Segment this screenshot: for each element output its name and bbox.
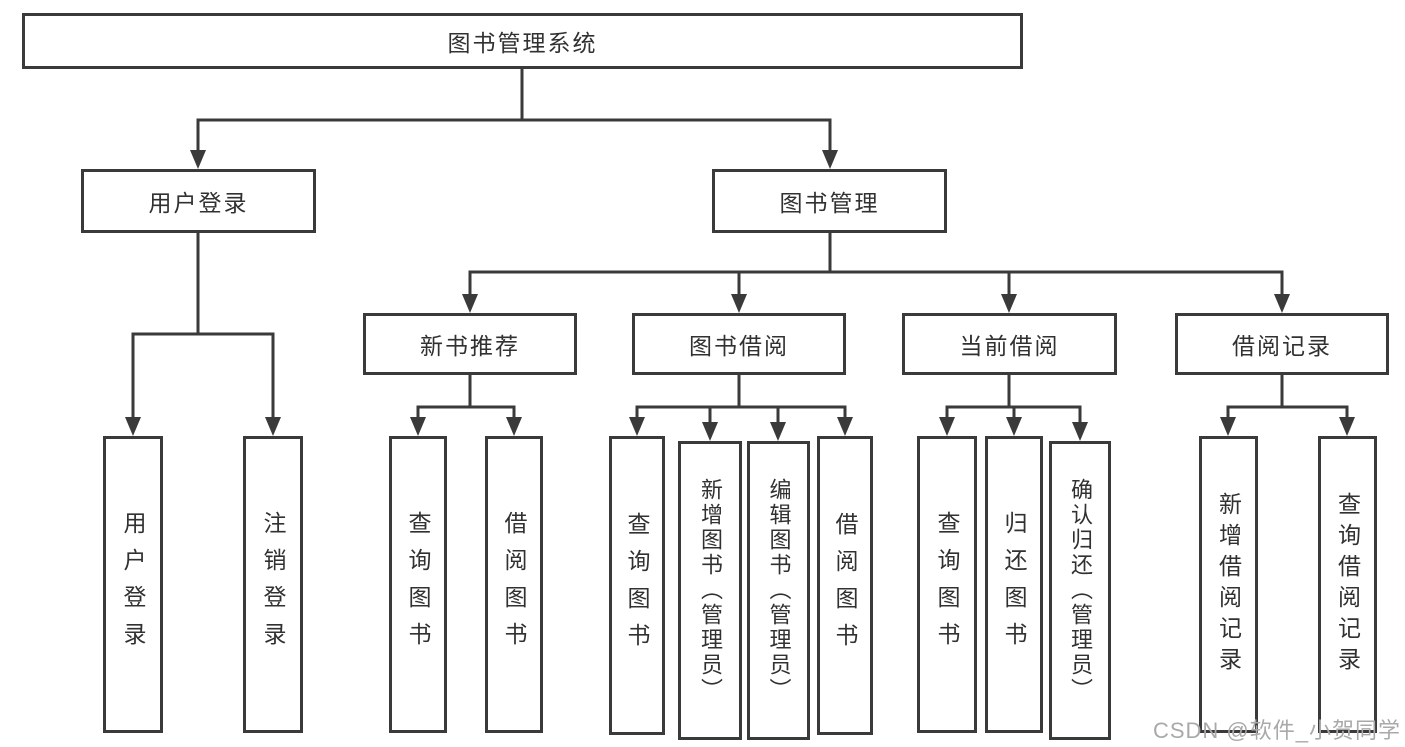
- node-user-login: 用户登录: [81, 169, 316, 233]
- leaf-add-borrow-record: 新增借阅记录: [1199, 436, 1258, 733]
- leaf-confirm-return-admin: 确认归还（管理员）: [1049, 441, 1111, 740]
- connector-book-mgmt-branch: [462, 231, 1290, 313]
- node-book-borrow: 图书借阅: [632, 313, 846, 375]
- leaf-borrow-book-new-rec: 借阅图书: [485, 436, 543, 733]
- leaf-query-book-new-rec: 查询图书: [389, 436, 447, 733]
- node-root-system: 图书管理系统: [22, 13, 1023, 69]
- leaf-user-login: 用户登录: [103, 436, 163, 733]
- connector-borrow-record-branch: [1220, 373, 1355, 436]
- leaf-query-book-current: 查询图书: [917, 436, 977, 733]
- leaf-query-book-borrow: 查询图书: [609, 436, 665, 735]
- leaf-add-book-admin: 新增图书（管理员）: [678, 441, 742, 740]
- connector-new-book-rec-branch: [410, 373, 522, 436]
- connector-root-to-level2: [190, 67, 838, 169]
- leaf-logout: 注销登录: [243, 436, 303, 733]
- connector-book-borrow-branch: [629, 373, 853, 441]
- leaf-borrow-book-borrow: 借阅图书: [817, 436, 873, 735]
- node-borrow-record: 借阅记录: [1175, 313, 1389, 375]
- leaf-query-borrow-record: 查询借阅记录: [1318, 436, 1377, 733]
- leaf-edit-book-admin: 编辑图书（管理员）: [747, 441, 810, 740]
- leaf-return-book: 归还图书: [985, 436, 1043, 733]
- connector-user-login-branch: [125, 231, 281, 436]
- node-new-book-rec: 新书推荐: [363, 313, 577, 375]
- connector-current-borrow-branch: [939, 373, 1088, 441]
- node-current-borrow: 当前借阅: [902, 313, 1117, 375]
- node-book-mgmt: 图书管理: [712, 169, 947, 233]
- watermark-text: CSDN @软件_小贺同学: [1152, 718, 1401, 743]
